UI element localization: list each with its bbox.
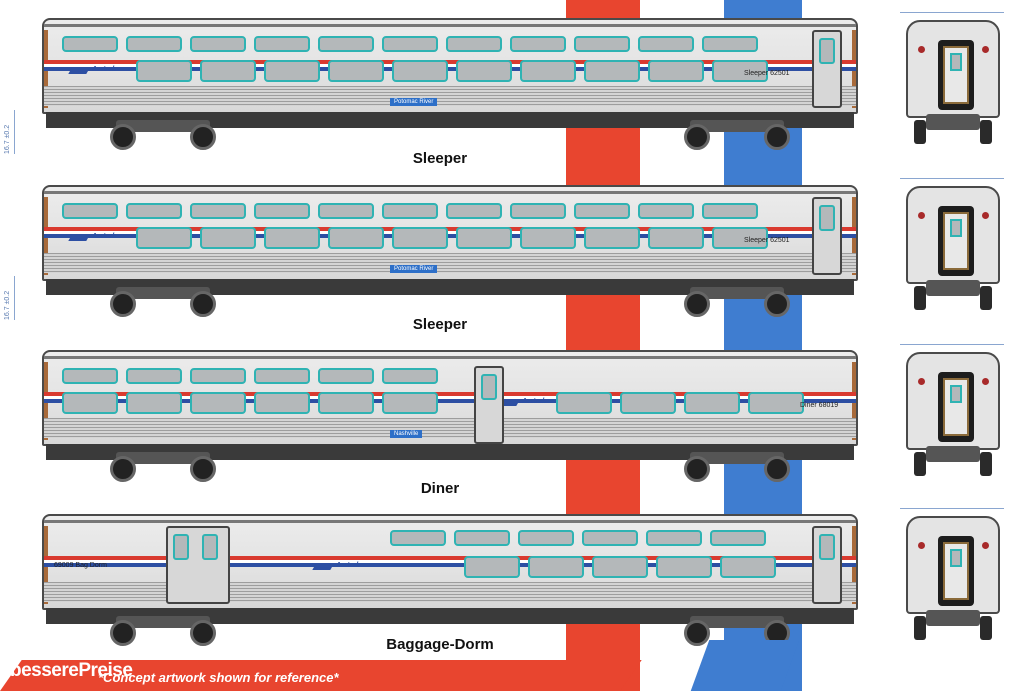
end-view-3 [900,342,1006,492]
car-diner: Amtrak Diner 68019 Nashville [30,350,870,490]
dimension-note: 16.7 ±0.2 [4,290,11,320]
car-label-sleeper-2: Sleeper [412,316,468,333]
end-view-4 [900,506,1006,656]
dimension-note: 16.7 ±0.2 [4,124,11,154]
side-door [812,526,842,604]
car-baggage-dorm: Amtrak 69009 Bag Dorm [30,514,870,654]
amtrak-logo: Amtrak [498,398,556,408]
end-view-1 [900,10,1006,160]
amtrak-logo: Amtrak [312,562,370,572]
car-sleeper-1: Amtrak Sleeper 62501 Potomac River [30,18,870,158]
car-sleeper-2: Amtrak Sleeper 62501 Potomac River [30,185,870,325]
car-label-baggage-dorm: Baggage-Dorm [386,636,494,653]
car-name-plate: Potomac River [390,265,438,273]
car-number: Sleeper 62501 [744,237,790,244]
concept-artwork-note: *Concept artwork shown for reference* [98,670,339,685]
side-door [474,366,504,444]
truck-rear [680,116,794,150]
car-label-diner: Diner [420,480,460,497]
amtrak-logo: Amtrak [68,66,126,76]
car-name-plate: Potomac River [390,98,438,106]
car-body: Amtrak Sleeper 62501 Potomac River [42,18,858,114]
end-view-2 [900,176,1006,326]
amtrak-logo: Amtrak [68,233,126,243]
car-label-sleeper-1: Sleeper [412,150,468,167]
footer-blue-band [690,640,800,691]
side-door [812,30,842,108]
truck-front [106,116,220,150]
car-number: 69009 Bag Dorm [54,562,107,569]
side-door [812,197,842,275]
car-number: Sleeper 62501 [744,70,790,77]
baggage-door [166,526,230,604]
watermark-logo: besserePreise [10,660,133,681]
car-number: Diner 68019 [800,402,839,409]
car-name-plate: Nashville [390,430,423,438]
